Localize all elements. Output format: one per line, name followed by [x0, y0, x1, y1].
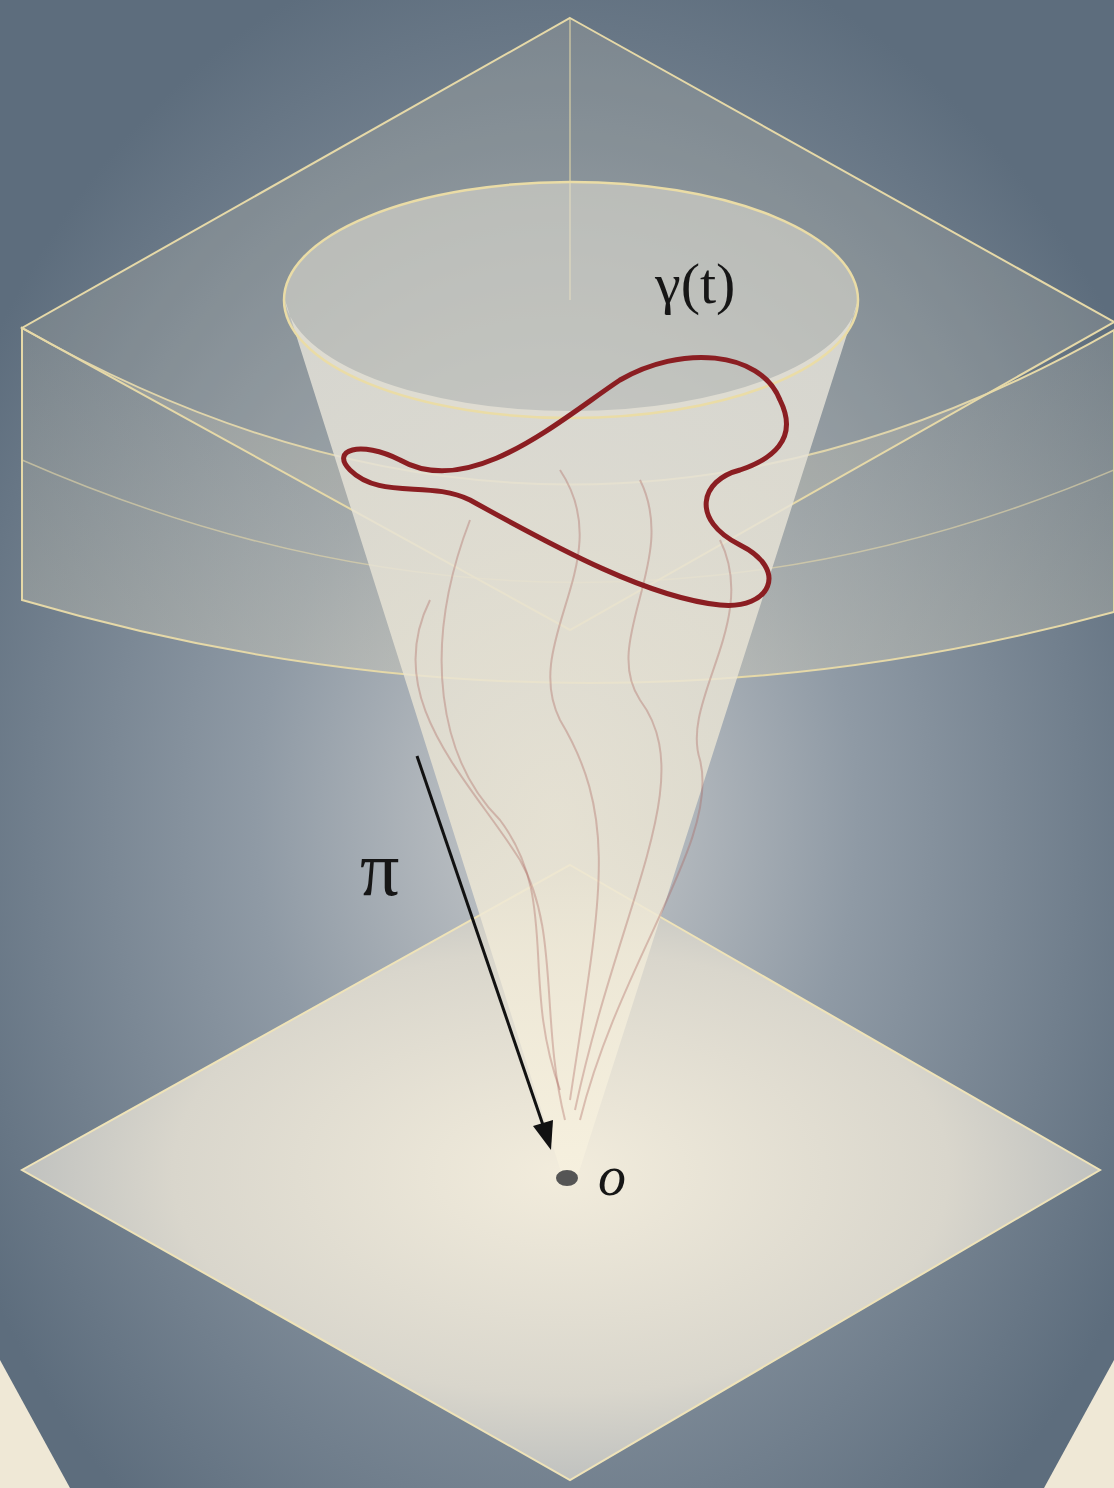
- math-label: π: [360, 830, 399, 908]
- cone-body: [285, 300, 858, 1175]
- corner: [0, 1360, 70, 1488]
- curve-gamma: [344, 357, 787, 605]
- projection-arrow: [417, 756, 544, 1128]
- arrow-head: [533, 1120, 553, 1150]
- math-label: γ(t): [655, 255, 735, 313]
- math-label: o: [598, 1148, 626, 1204]
- curve-trails: [415, 470, 731, 1120]
- point-o: [556, 1170, 578, 1186]
- corner: [1044, 1360, 1114, 1488]
